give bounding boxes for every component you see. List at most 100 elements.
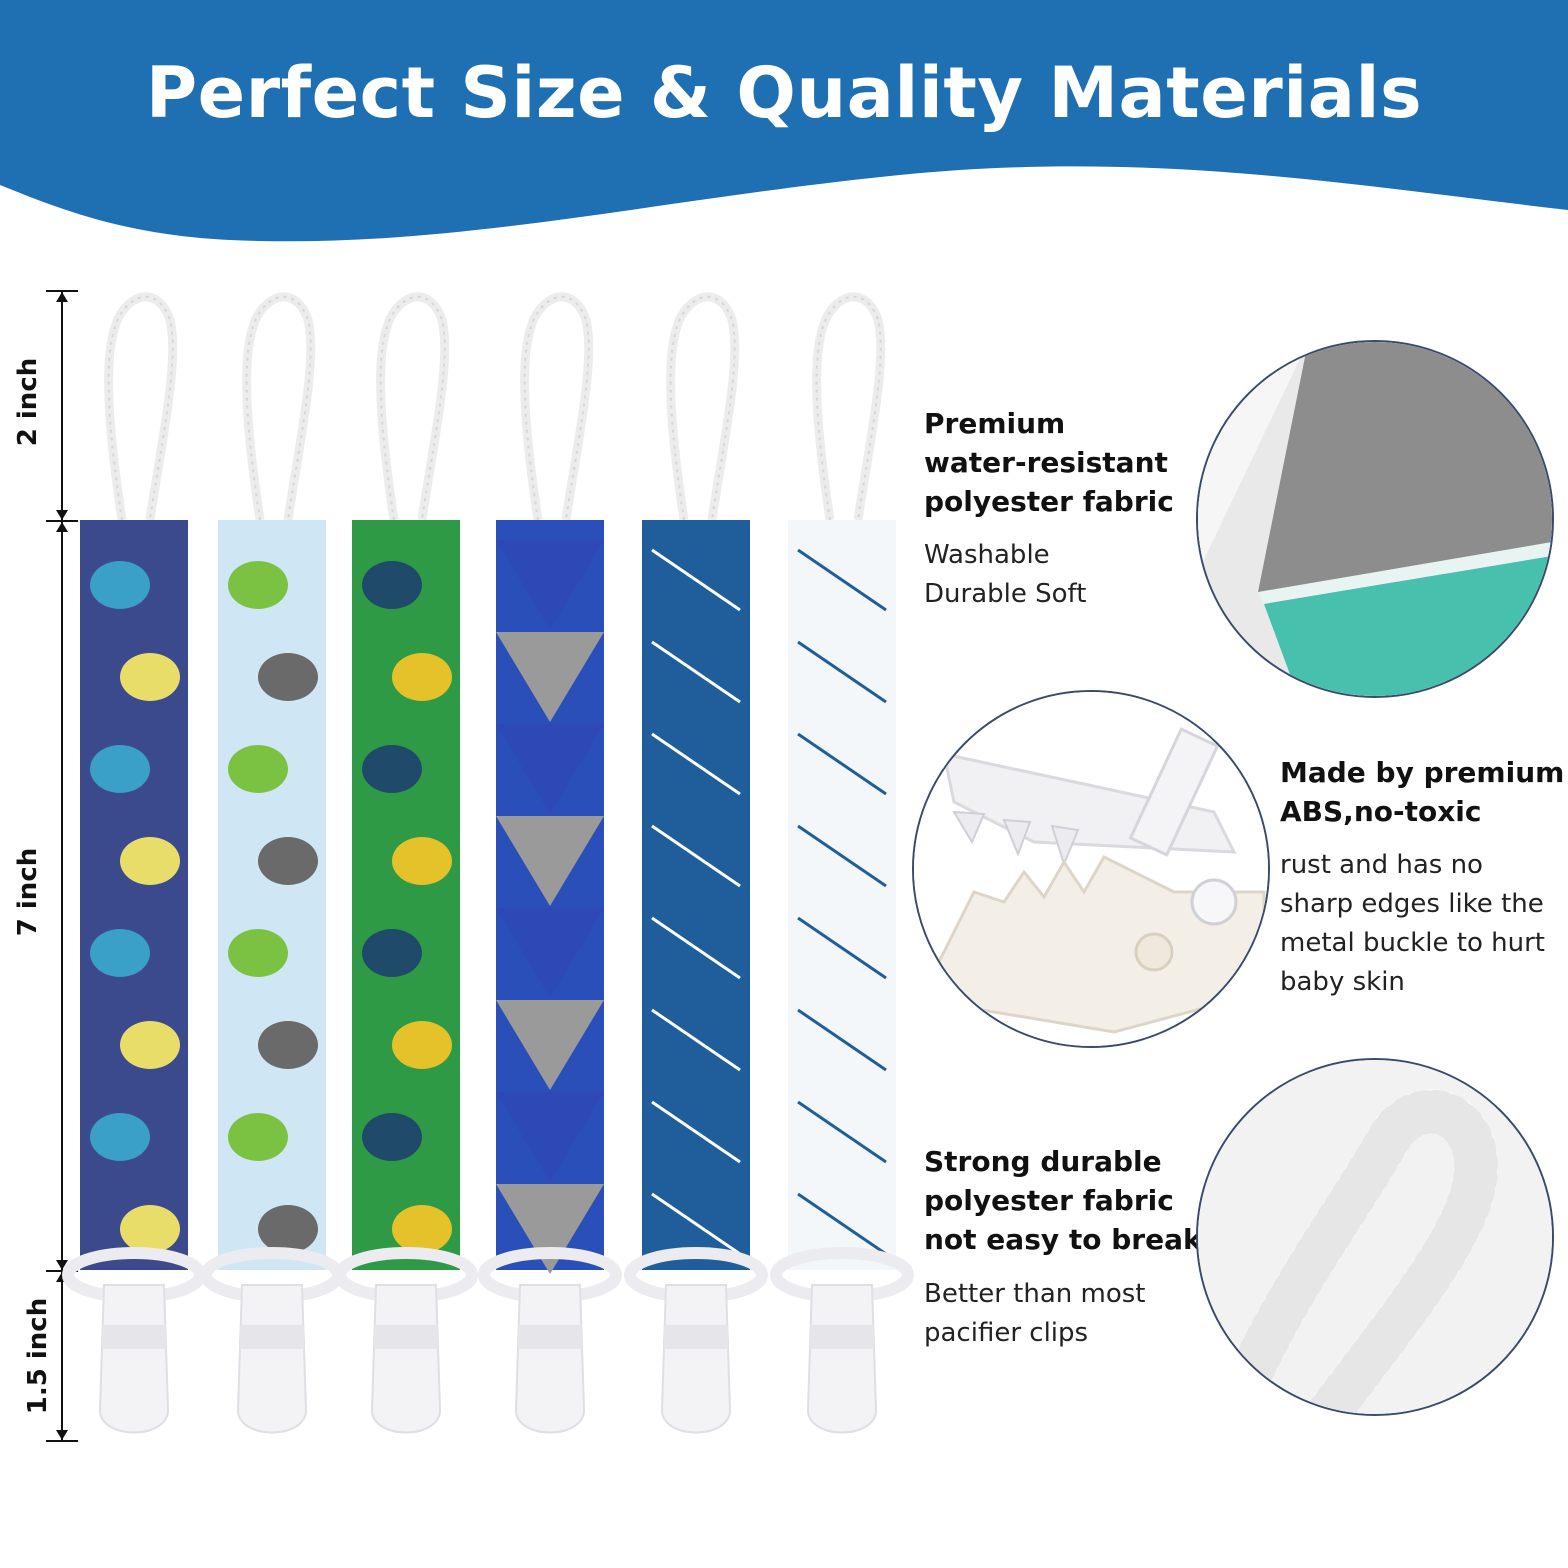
clip-hinge (374, 1325, 438, 1349)
pattern-motif (228, 561, 288, 609)
pattern-motif (258, 1021, 318, 1069)
page-title: Perfect Size & Quality Materials (145, 52, 1423, 134)
pattern-motif (90, 929, 150, 977)
fabric-strap (788, 520, 896, 1270)
pattern-motif (797, 916, 887, 980)
feature-title-line: polyester fabric (924, 1184, 1174, 1217)
pacifier-clip-green-dinosaurs (332, 290, 482, 1450)
clip-hinge (664, 1325, 728, 1349)
arrow-down-icon (56, 1260, 68, 1270)
pattern-motif (362, 1113, 422, 1161)
pattern-motif (651, 548, 741, 612)
pacifier-clip-white-arrows (768, 290, 918, 1450)
arrow-down-icon (56, 1430, 68, 1440)
cord-loop (245, 295, 312, 521)
pattern-motif (496, 540, 604, 630)
feature-title: Premium water-resistant polyester fabric (924, 404, 1174, 521)
cord-loop (523, 295, 590, 521)
pattern-motif (362, 929, 422, 977)
pattern-motif (496, 908, 604, 998)
loop-length-label: 2 inch (13, 357, 43, 447)
pattern-motif (120, 837, 180, 885)
cord-loop (107, 295, 174, 521)
cord-closeup-illustration (1198, 1060, 1552, 1414)
pattern-motif (120, 653, 180, 701)
pattern-motif (392, 837, 452, 885)
feature-body-line: pacifier clips (924, 1318, 1089, 1348)
pattern-motif (228, 1113, 288, 1161)
cord-closeup-image (1196, 1058, 1554, 1416)
pattern-motif (392, 653, 452, 701)
arrow-up-icon (56, 522, 68, 532)
cord-loop (669, 295, 736, 521)
feature-title-line: ABS,no-toxic (1280, 795, 1482, 828)
pacifier-clip-dinosaurs-clouds (198, 290, 348, 1450)
feature-body: Washable Durable Soft (924, 536, 1086, 614)
plastic-clip (98, 1284, 170, 1434)
pattern-motif (797, 1008, 887, 1072)
feature-title-line: Strong durable (924, 1145, 1162, 1178)
pattern-motif (90, 561, 150, 609)
pattern-motif (496, 1000, 604, 1090)
cord-loop (815, 295, 882, 521)
pattern-motif (392, 1205, 452, 1253)
feature-title-line: not easy to break (924, 1223, 1202, 1256)
feature-body-line: baby skin (1280, 967, 1405, 997)
dim-line-loop (61, 292, 63, 520)
pattern-motif (120, 1205, 180, 1253)
plastic-clip (514, 1284, 586, 1434)
feature-title-line: Premium (924, 407, 1066, 440)
pattern-motif (651, 1100, 741, 1164)
pattern-motif (228, 929, 288, 977)
clip-closeup-image (912, 690, 1270, 1048)
pattern-motif (797, 1100, 887, 1164)
feature-body-line: Washable (924, 540, 1050, 570)
feature-body-line: sharp edges like the (1280, 889, 1544, 919)
pattern-motif (392, 1021, 452, 1069)
dim-tick-bottom (46, 1440, 78, 1442)
arrow-up-icon (56, 1272, 68, 1282)
pattern-motif (258, 1205, 318, 1253)
pattern-motif (258, 653, 318, 701)
clip-hinge (240, 1325, 304, 1349)
pattern-motif (797, 732, 887, 796)
feature-body: Better than most pacifier clips (924, 1275, 1146, 1353)
banner-wave-shape (0, 0, 1568, 242)
pattern-motif (496, 1184, 604, 1274)
clip-hinge (810, 1325, 874, 1349)
pattern-motif (651, 640, 741, 704)
header-banner: Perfect Size & Quality Materials (0, 0, 1568, 260)
pattern-motif (362, 745, 422, 793)
feature-title: Strong durable polyester fabric not easy… (924, 1142, 1202, 1259)
fabric-closeup-illustration (1198, 342, 1552, 696)
dim-tick-top (46, 290, 78, 292)
pacifier-clip-arrows (622, 290, 772, 1450)
pattern-motif (651, 916, 741, 980)
pattern-motif (797, 824, 887, 888)
pattern-motif (496, 724, 604, 814)
feature-title: Made by premium ABS,no-toxic (1280, 753, 1564, 831)
pattern-motif (797, 548, 887, 612)
pattern-motif (496, 1092, 604, 1182)
arrow-down-icon (56, 510, 68, 520)
strap-length-label: 7 inch (13, 847, 43, 937)
dim-line-clip (61, 1272, 63, 1440)
pattern-motif (362, 561, 422, 609)
arrow-up-icon (56, 292, 68, 302)
clip-length-label: 1.5 inch (23, 1297, 53, 1415)
plastic-clip (236, 1284, 308, 1434)
pattern-motif (120, 1021, 180, 1069)
feature-body-line: Durable Soft (924, 579, 1087, 609)
pattern-motif (651, 1008, 741, 1072)
feature-title-line: polyester fabric (924, 485, 1174, 518)
pacifier-clip-sleeping-dinosaurs (60, 290, 210, 1450)
pattern-motif (651, 824, 741, 888)
fabric-strap (642, 520, 750, 1270)
pacifier-clip-triangles (476, 290, 626, 1450)
pattern-motif (651, 732, 741, 796)
pattern-motif (496, 816, 604, 906)
pattern-motif (90, 1113, 150, 1161)
plastic-clip (370, 1284, 442, 1434)
feature-title-line: Made by premium (1280, 756, 1565, 789)
feature-title-line: water-resistant (924, 446, 1168, 479)
